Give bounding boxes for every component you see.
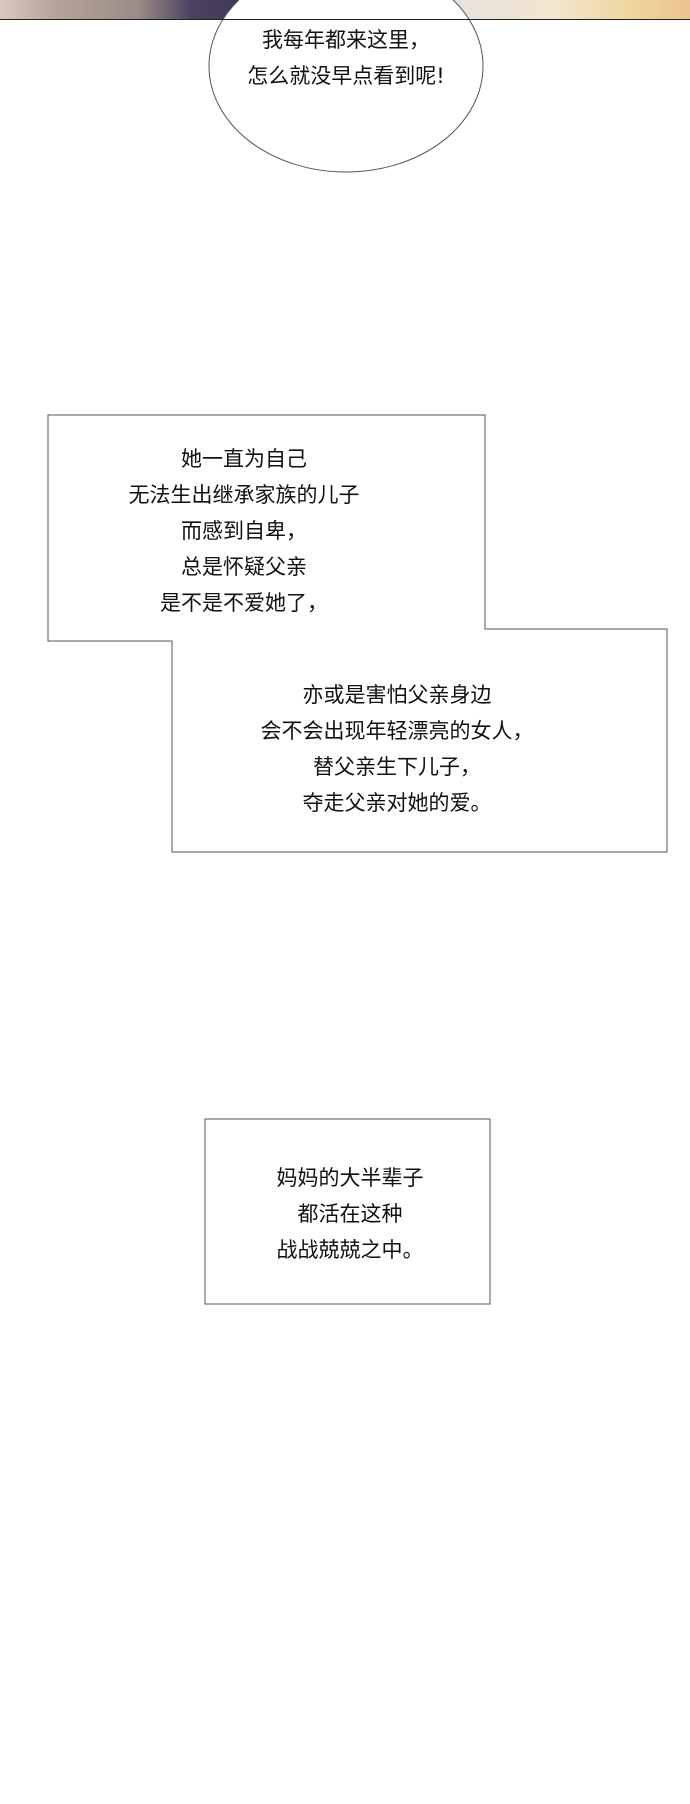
narration-box-3: [204, 1118, 491, 1305]
text-line: 亦或是害怕父亲身边: [302, 683, 492, 707]
text-line: 都活在这种: [297, 1202, 403, 1226]
text-line: 总是怀疑父亲: [181, 555, 307, 579]
text-line: 夺走父亲对她的爱。: [302, 791, 492, 815]
text-line: 会不会出现年轻漂亮的女人，: [260, 719, 534, 743]
text-line: 是不是不爱她了，: [160, 591, 328, 615]
text-line: 无法生出继承家族的儿子: [128, 483, 360, 507]
narration-box-2-text: 亦或是害怕父亲身边 会不会出现年轻漂亮的女人， 替父亲生下儿子， 夺走父亲对她的…: [237, 677, 557, 821]
text-line: 我每年都来这里，: [262, 28, 430, 52]
narration-box-1-text: 她一直为自己 无法生出继承家族的儿子 而感到自卑， 总是怀疑父亲 是不是不爱她了…: [104, 441, 384, 621]
text-line: 而感到自卑，: [181, 519, 307, 543]
text-line: 替父亲生下儿子，: [313, 755, 481, 779]
text-line: 她一直为自己: [181, 447, 307, 471]
speech-bubble-text: 我每年都来这里， 怎么就没早点看到呢!: [246, 22, 446, 94]
narration-box-3-text: 妈妈的大半辈子 都活在这种 战战兢兢之中。: [230, 1160, 470, 1268]
text-line: 战战兢兢之中。: [276, 1238, 424, 1262]
text-line: 怎么就没早点看到呢!: [247, 64, 445, 88]
speech-bubble: [208, 0, 484, 173]
narration-box-combined: [47, 414, 668, 853]
text-line: 妈妈的大半辈子: [276, 1166, 424, 1190]
